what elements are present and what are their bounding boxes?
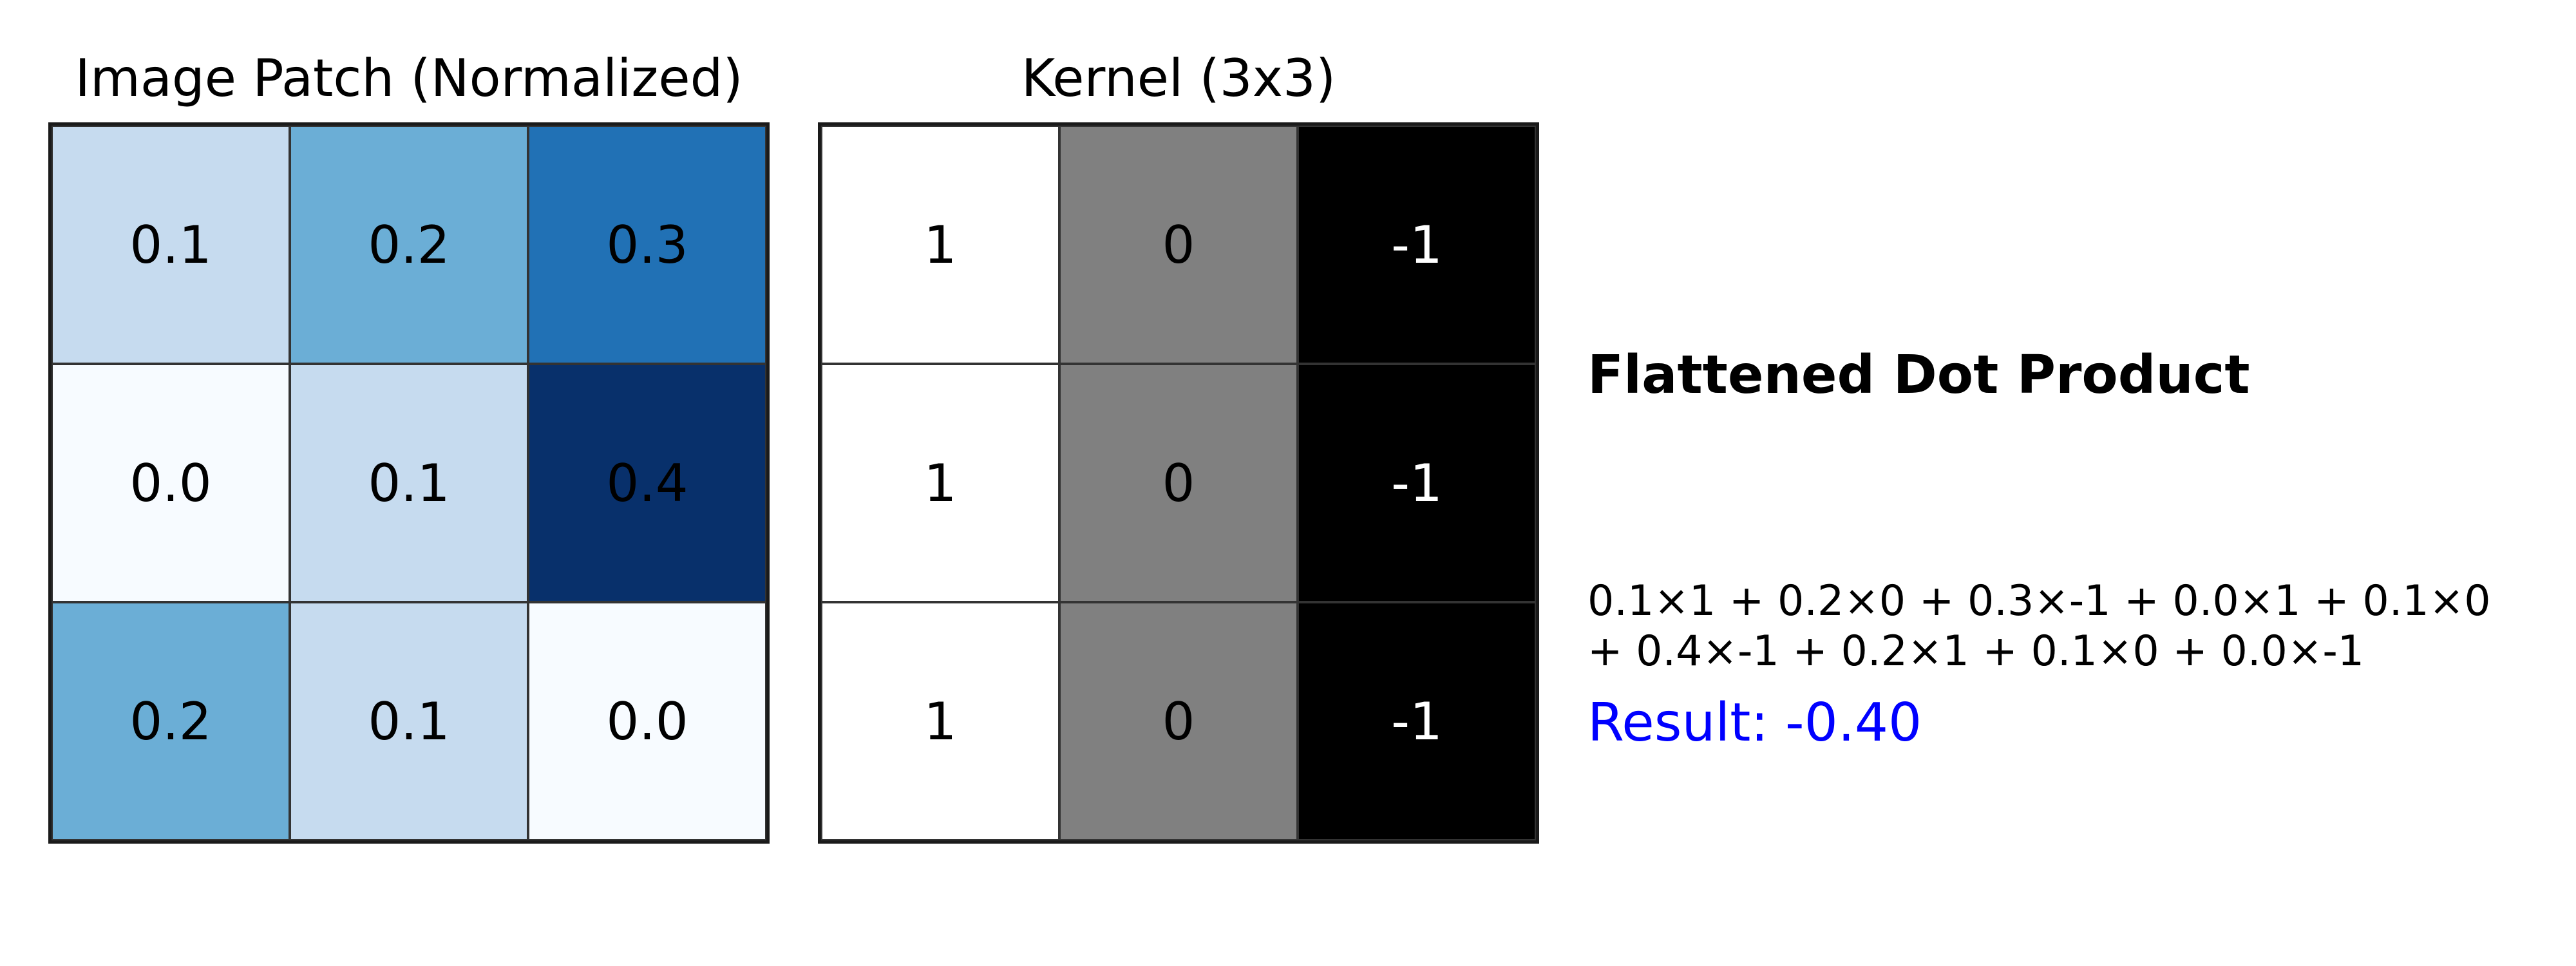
image-patch-title: Image Patch (Normalized) (75, 48, 743, 108)
kernel-cell-r1c2: 0 (1059, 126, 1298, 364)
kernel-cell-r3c2: 0 (1059, 602, 1298, 840)
patch-cell-r1c3: 0.3 (528, 126, 766, 364)
patch-cell-r3c2: 0.1 (290, 602, 528, 840)
patch-cell-r2c2: 0.1 (290, 364, 528, 602)
image-patch-grid: 0.1 0.2 0.3 0.0 0.1 0.4 0.2 0.1 0.0 (48, 122, 770, 844)
kernel-cell-r2c2: 0 (1059, 364, 1298, 602)
dot-product-title: Flattened Dot Product (1587, 345, 2250, 406)
formula-line-2: + 0.4×-1 + 0.2×1 + 0.1×0 + 0.0×-1 (1587, 627, 2365, 676)
kernel-cell-r1c1: 1 (821, 126, 1059, 364)
kernel-cell-r2c1: 1 (821, 364, 1059, 602)
kernel-cell-r3c1: 1 (821, 602, 1059, 840)
kernel-title: Kernel (3x3) (1021, 48, 1336, 108)
kernel-cell-r2c3: -1 (1298, 364, 1536, 602)
patch-cell-r1c1: 0.1 (52, 126, 290, 364)
kernel-cell-r3c3: -1 (1298, 602, 1536, 840)
patch-cell-r2c3: 0.4 (528, 364, 766, 602)
dot-product-result: Result: -0.40 (1587, 692, 1922, 753)
patch-cell-r3c3: 0.0 (528, 602, 766, 840)
kernel-cell-r1c3: -1 (1298, 126, 1536, 364)
patch-cell-r1c2: 0.2 (290, 126, 528, 364)
formula-line-1: 0.1×1 + 0.2×0 + 0.3×-1 + 0.0×1 + 0.1×0 (1587, 577, 2491, 625)
kernel-grid: 1 0 -1 1 0 -1 1 0 -1 (818, 122, 1539, 844)
patch-cell-r3c1: 0.2 (52, 602, 290, 840)
patch-cell-r2c1: 0.0 (52, 364, 290, 602)
